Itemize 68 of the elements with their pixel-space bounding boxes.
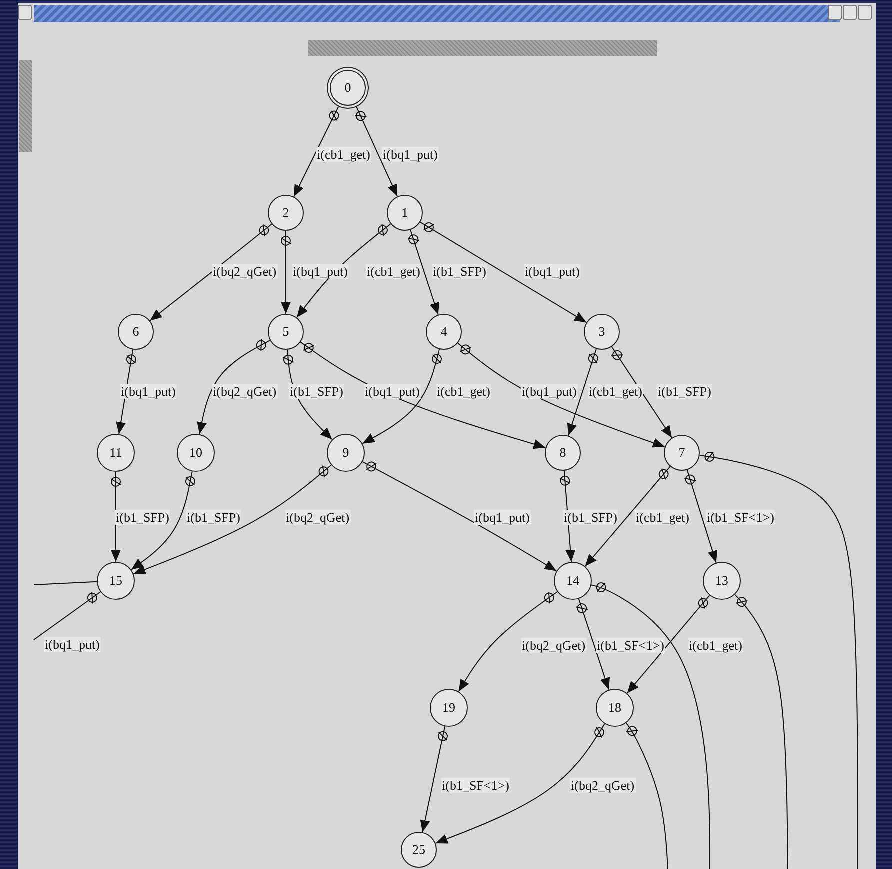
edge-label: i(bq1_put) [382, 147, 439, 162]
arrow [567, 348, 598, 436]
arrow [294, 106, 340, 198]
state-number: 13 [716, 573, 728, 589]
state-number: 4 [440, 324, 448, 340]
state-number: 7 [678, 445, 686, 461]
state-number: 8 [560, 445, 566, 461]
edge-label: i(b1_SFP) [186, 510, 242, 525]
arrow [576, 598, 610, 690]
arrow [611, 346, 673, 438]
arrow [420, 726, 448, 833]
arrow [130, 471, 196, 570]
edge-label: i(bq2_qGet) [285, 510, 351, 525]
state-number: 19 [442, 700, 456, 716]
state-number: 14 [566, 573, 580, 589]
edge-label: i(cb1_get) [316, 147, 372, 162]
edge-label: i(bq2_qGet) [521, 638, 587, 653]
state-circle [330, 70, 366, 106]
arrow [133, 464, 332, 575]
state-number: 18 [608, 700, 622, 716]
arrow [197, 339, 271, 435]
arrow [684, 470, 718, 564]
arrow [408, 230, 440, 316]
arrow [420, 222, 588, 324]
arrow [354, 106, 398, 198]
state-number: 3 [598, 324, 606, 340]
edge-label: i(cb1_get) [635, 510, 690, 525]
state-number: 15 [110, 573, 122, 589]
edge-label: i(b1_SF<1>) [596, 638, 666, 653]
arrow [362, 348, 442, 444]
edge-label: i(b1_SFP) [432, 264, 488, 279]
edge-label: i(bq2_qGet) [570, 778, 636, 793]
state-number: 5 [282, 324, 290, 340]
edge-label: i(bq1_put) [521, 384, 578, 399]
edge-label: i(bq2_qGet) [212, 264, 278, 279]
edge-label: i(b1_SFP) [115, 510, 170, 525]
state-number: 0 [344, 80, 352, 96]
state-number: 6 [132, 324, 140, 340]
edge-label: i(bq2_qGet) [212, 384, 278, 399]
arrow [458, 592, 558, 692]
edge-label: i(b1_SF<1>) [441, 778, 510, 793]
state-number: 9 [342, 445, 350, 461]
state-number: 10 [190, 445, 202, 461]
arrow [150, 224, 272, 322]
edge-label: i(cb1_get) [436, 384, 492, 399]
state-number: 25 [412, 842, 426, 858]
edge-label: i(b1_SFP) [289, 384, 344, 399]
edge-label: i(b1_SFP) [657, 384, 712, 399]
edge-label: i(bq1_put) [120, 384, 177, 399]
state-number: 11 [110, 445, 122, 461]
edge-label: i(bq1_put) [292, 264, 349, 279]
arrow [280, 230, 292, 314]
arrow [435, 724, 606, 844]
arrow [584, 466, 671, 568]
state-number: 1 [402, 205, 408, 221]
edge-label: i(bq1_put) [44, 637, 101, 652]
edge-label: i(b1_SF<1>) [706, 510, 776, 525]
arrow [457, 342, 666, 448]
edge-label: i(cb1_get) [588, 384, 644, 399]
edge-label: i(cb1_get) [688, 638, 744, 653]
edge-label: i(b1_SFP) [563, 510, 618, 525]
arrow [362, 462, 558, 572]
edge-label: i(bq1_put) [364, 384, 421, 399]
edge-label: i(bq1_put) [474, 510, 531, 525]
state-number: 2 [282, 205, 290, 221]
edge-label: i(bq1_put) [524, 264, 581, 279]
edge-label: i(cb1_get) [366, 264, 422, 279]
arrow [626, 595, 710, 694]
